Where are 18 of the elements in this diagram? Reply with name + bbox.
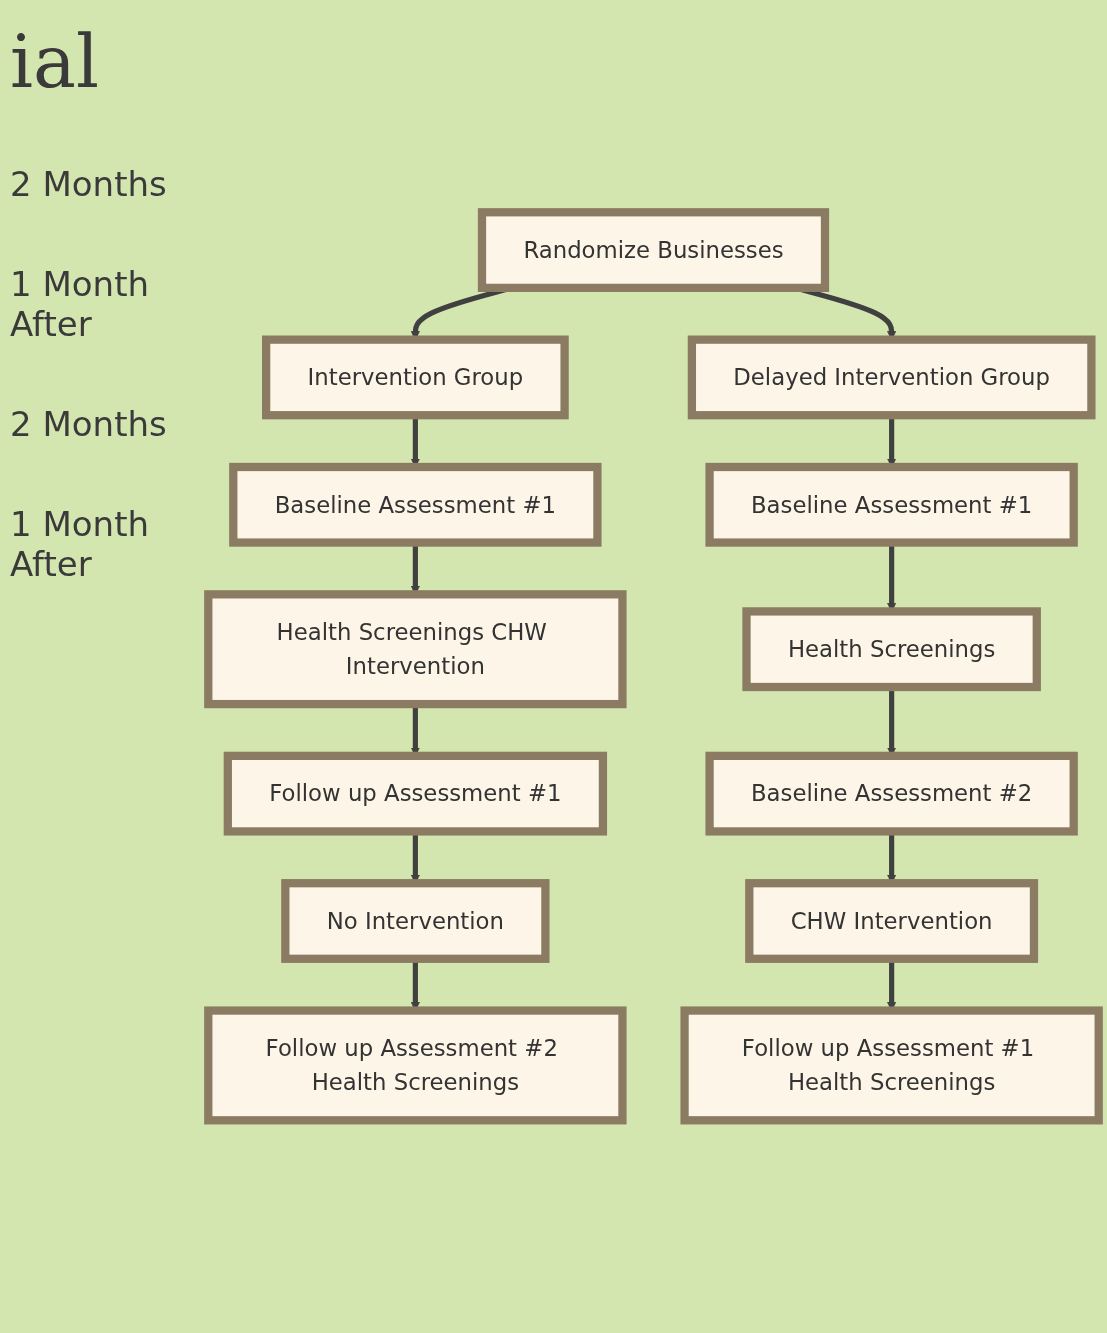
- node-box: Randomize Businesses: [477, 208, 830, 293]
- node-box: Follow up Assessment #2 Health Screenings: [204, 1006, 627, 1125]
- node-box: Follow up Assessment #1 Health Screenings: [680, 1006, 1103, 1125]
- interval-label: 1 Month After: [10, 504, 150, 584]
- node-box: Follow up Assessment #1: [223, 751, 608, 836]
- node-box: Delayed Intervention Group: [687, 335, 1096, 420]
- interval-label: 1 Month After: [10, 264, 150, 344]
- node-box: CHW Intervention: [745, 879, 1039, 964]
- node-box: Baseline Assessment #2: [705, 751, 1078, 836]
- node-box: Health Screenings CHW Intervention: [204, 590, 627, 709]
- interval-label: 2 Months: [10, 164, 168, 204]
- node-box: Intervention Group: [262, 335, 569, 420]
- node-box: Baseline Assessment #1: [229, 463, 602, 547]
- interval-label: 2 Months: [10, 404, 168, 444]
- node-box: No Intervention: [281, 879, 550, 964]
- heading-fragment: ial: [10, 20, 100, 104]
- node-box: Baseline Assessment #1: [705, 463, 1078, 547]
- node-box: Health Screenings: [742, 607, 1041, 692]
